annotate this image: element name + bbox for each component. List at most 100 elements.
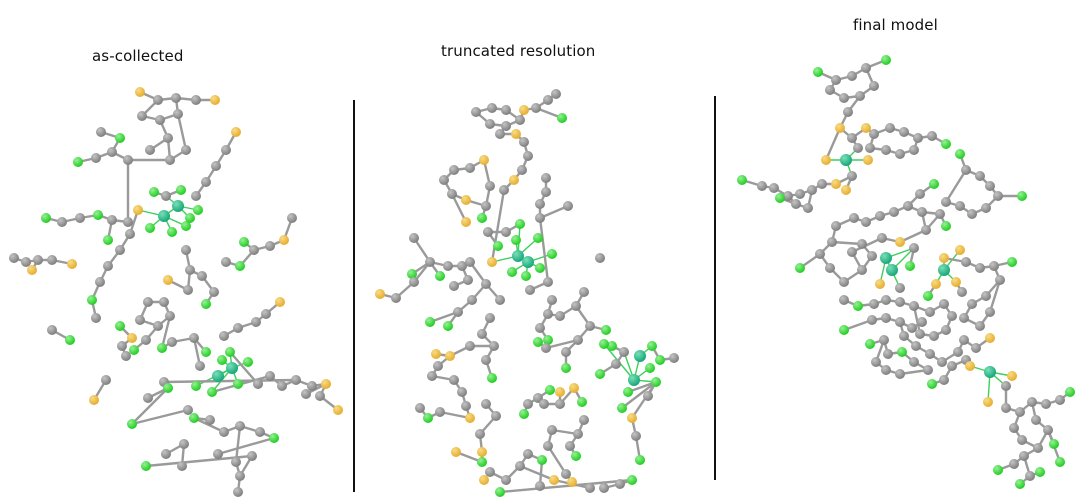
- bond: [130, 386, 170, 426]
- carbon-atom: [161, 191, 171, 201]
- carbon-atom: [881, 145, 891, 155]
- metal-atom: [938, 264, 950, 276]
- metal-atom: [634, 350, 646, 362]
- carbon-atom: [221, 257, 231, 267]
- sulfur-atom: [479, 155, 489, 165]
- chlorine-atom: [627, 475, 637, 485]
- carbon-atom: [915, 189, 925, 199]
- carbon-atom: [579, 287, 589, 297]
- carbon-atom: [489, 341, 499, 351]
- chlorine-atom: [547, 249, 557, 259]
- sulfur-atom: [951, 277, 961, 287]
- carbon-atom: [485, 467, 495, 477]
- bond: [546, 444, 568, 476]
- carbon-atom: [899, 331, 909, 341]
- chlorine-atom: [507, 267, 517, 277]
- chlorine-atom: [645, 363, 655, 373]
- carbon-atom: [955, 201, 965, 211]
- carbon-atom: [531, 103, 541, 113]
- carbon-atom: [491, 411, 501, 421]
- chlorine-atom: [941, 139, 951, 149]
- carbon-atom: [179, 439, 189, 449]
- chlorine-atom: [127, 419, 137, 429]
- carbon-atom: [915, 329, 925, 339]
- chlorine-atom: [167, 227, 177, 237]
- carbon-atom: [783, 191, 793, 201]
- carbon-atom: [881, 365, 891, 375]
- carbon-atom: [853, 143, 863, 153]
- chlorine-atom: [941, 221, 951, 231]
- bond: [830, 240, 864, 246]
- carbon-atom: [579, 415, 589, 425]
- carbon-atom: [857, 239, 867, 249]
- carbon-atom: [449, 281, 459, 291]
- chlorine-atom: [543, 335, 553, 345]
- carbon-atom: [909, 145, 919, 155]
- carbon-atom: [277, 381, 287, 391]
- chlorine-atom: [115, 321, 125, 331]
- metal-atom: [226, 362, 238, 374]
- carbon-atom: [265, 241, 275, 251]
- chlorine-atom: [93, 210, 103, 220]
- carbon-atom: [877, 233, 887, 243]
- carbon-atom: [611, 359, 621, 369]
- carbon-atom: [495, 295, 505, 305]
- metal-atom: [984, 366, 996, 378]
- carbon-atom: [1043, 425, 1053, 435]
- carbon-atom: [895, 369, 905, 379]
- carbon-atom: [447, 189, 457, 199]
- carbon-atom: [869, 129, 879, 139]
- bond: [490, 188, 506, 264]
- sulfur-atom: [509, 175, 519, 185]
- carbon-atom: [287, 213, 297, 223]
- carbon-atom: [1055, 395, 1065, 405]
- chlorine-atom: [557, 113, 567, 123]
- metal-atom: [512, 250, 524, 262]
- carbon-atom: [189, 333, 199, 343]
- carbon-atom: [205, 415, 215, 425]
- carbon-atom: [465, 341, 475, 351]
- sulfur-atom: [275, 297, 285, 307]
- carbon-atom: [183, 405, 193, 415]
- sulfur-atom: [569, 383, 579, 393]
- carbon-atom: [91, 313, 101, 323]
- carbon-atom: [483, 227, 493, 237]
- carbon-atom: [251, 317, 261, 327]
- chlorine-atom: [217, 355, 227, 365]
- carbon-atom: [815, 249, 825, 259]
- chlorine-atom: [1055, 457, 1065, 467]
- chlorine-atom: [41, 213, 51, 223]
- chlorine-atom: [511, 235, 521, 245]
- carbon-atom: [825, 85, 835, 95]
- carbon-atom: [117, 341, 127, 351]
- bond: [630, 380, 658, 420]
- carbon-atom: [213, 449, 223, 459]
- chlorine-atom: [407, 269, 417, 279]
- sulfur-atom: [875, 279, 885, 289]
- carbon-atom: [247, 451, 257, 461]
- sulfur-atom: [27, 265, 37, 275]
- carbon-atom: [233, 323, 243, 333]
- chlorine-atom: [595, 369, 605, 379]
- carbon-atom: [161, 449, 171, 459]
- carbon-atom: [539, 399, 549, 409]
- carbon-atom: [843, 107, 853, 117]
- carbon-atom: [221, 145, 231, 155]
- chlorine-atom: [157, 343, 167, 353]
- carbon-atom: [391, 293, 401, 303]
- chlorine-atom: [537, 455, 547, 465]
- bond: [944, 168, 968, 204]
- carbon-atom: [959, 335, 969, 345]
- carbon-atom: [935, 209, 945, 219]
- carbon-atom: [301, 389, 311, 399]
- carbon-atom: [961, 165, 971, 175]
- carbon-atom: [555, 399, 565, 409]
- carbon-atom: [523, 151, 533, 161]
- chlorine-atom: [521, 271, 531, 281]
- chlorine-atom: [129, 345, 139, 355]
- carbon-atom: [981, 291, 991, 301]
- carbon-atom: [541, 343, 551, 353]
- chlorine-atom: [163, 383, 173, 393]
- chlorine-atom: [993, 465, 1003, 475]
- carbon-atom: [253, 379, 263, 389]
